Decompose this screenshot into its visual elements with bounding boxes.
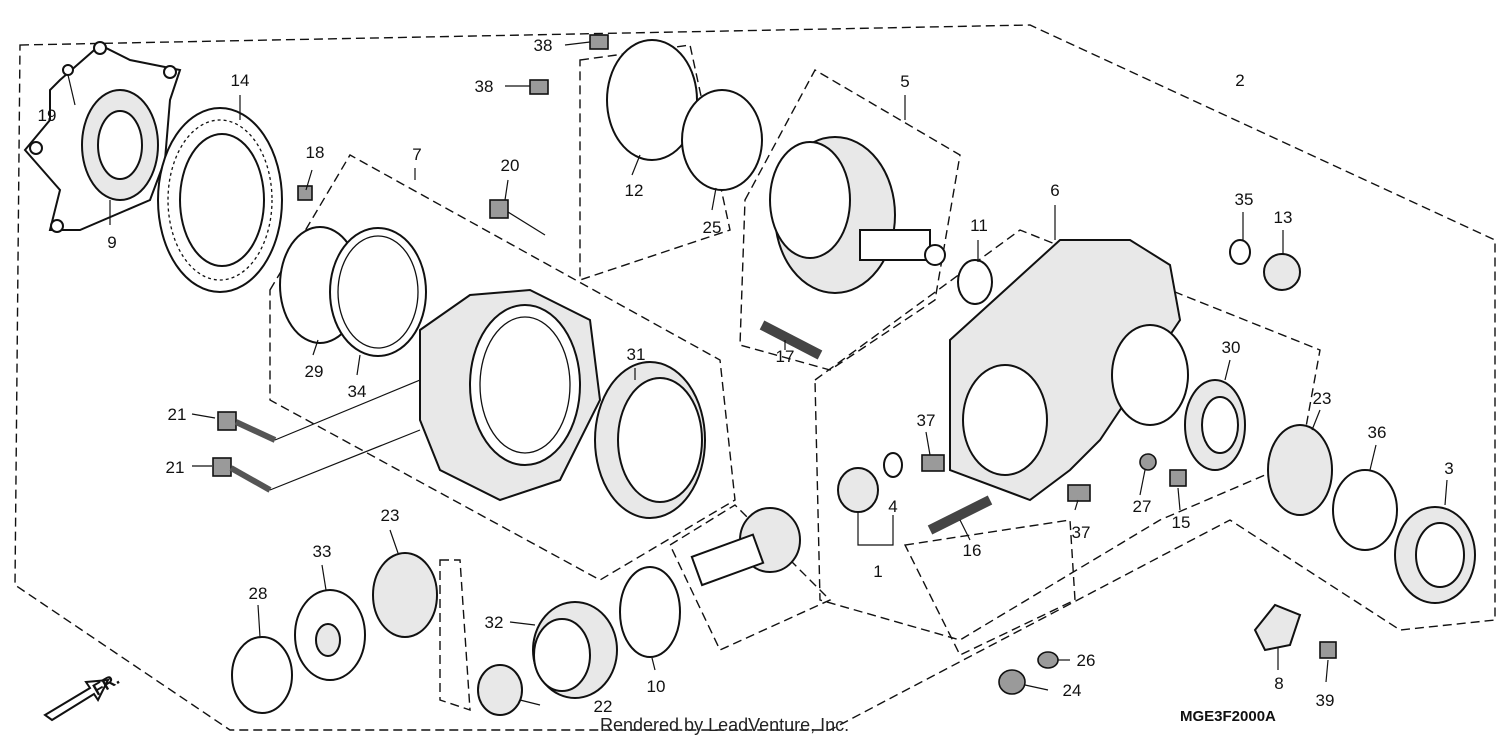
callout-18: 18 [306, 143, 325, 162]
callout-37-upper: 37 [917, 411, 936, 430]
nut-22-part [477, 664, 523, 716]
callout-15: 15 [1172, 513, 1191, 532]
callout-4: 4 [888, 497, 897, 516]
callout-28: 28 [249, 584, 268, 603]
callout-31: 31 [627, 345, 646, 364]
pulser-ring-part [157, 107, 283, 293]
bracket-8-part [1253, 603, 1302, 652]
bolt-15-part [1169, 469, 1187, 487]
ring-25-part [681, 89, 763, 191]
ring-34-part [329, 227, 427, 357]
callout-35: 35 [1235, 190, 1254, 209]
callout-38-lower: 38 [475, 77, 494, 96]
callout-33: 33 [313, 542, 332, 561]
arrow-icon [43, 678, 110, 722]
callout-17: 17 [776, 347, 795, 366]
callout-19: 19 [38, 106, 57, 125]
callout-13: 13 [1274, 208, 1293, 227]
bolt-18-part [297, 185, 313, 201]
outline-stud-group [903, 519, 1076, 656]
washer-35-part [1229, 239, 1251, 265]
bolt-39-part [1319, 641, 1337, 659]
outline-gear-group [739, 69, 961, 371]
oring-36-part [1332, 469, 1398, 551]
callout-1: 1 [873, 562, 882, 581]
nut-24-part [998, 669, 1026, 695]
callout-14: 14 [231, 71, 250, 90]
leader-lines [67, 41, 1448, 706]
bearing-1-part [837, 467, 879, 513]
outline-overall [14, 24, 1496, 731]
callout-6: 6 [1050, 181, 1059, 200]
callout-39: 39 [1316, 691, 1335, 710]
cap-3-part [1394, 506, 1476, 604]
callout-7: 7 [412, 145, 421, 164]
clip-4-part [883, 452, 903, 478]
stud-17-part [759, 320, 823, 360]
callout-9: 9 [107, 233, 116, 252]
callout-24: 24 [1063, 681, 1082, 700]
callout-2: 2 [1235, 71, 1244, 90]
callout-11: 11 [970, 216, 988, 235]
callout-12: 12 [625, 181, 644, 200]
callout-32: 32 [485, 613, 504, 632]
callout-23-right: 23 [1313, 389, 1332, 408]
stud-16-part [927, 495, 993, 535]
callout-8: 8 [1274, 674, 1283, 693]
callout-23-left: 23 [381, 506, 400, 525]
bearing-32-part [532, 601, 618, 699]
front-direction-arrow: FR. [43, 669, 123, 722]
callout-21-upper: 21 [168, 405, 187, 424]
callout-29: 29 [305, 362, 324, 381]
parts [23, 34, 1476, 716]
bearing-31-part [594, 361, 706, 519]
ring-gear-5-part [769, 136, 946, 294]
pin-38a-part [589, 34, 609, 50]
callout-5: 5 [900, 72, 909, 91]
washer-26-part [1037, 651, 1059, 669]
bearing-30-part [1184, 379, 1246, 471]
housing-7-part [419, 288, 602, 502]
callout-20: 20 [501, 156, 520, 175]
render-credit: Rendered by LeadVenture, Inc. [600, 715, 849, 735]
callout-27: 27 [1133, 497, 1152, 516]
nut-23b-part [1267, 424, 1333, 516]
callout-37-lower: 37 [1072, 523, 1091, 542]
lockwasher-28-part [231, 636, 293, 714]
outline-case-group [814, 229, 1321, 641]
oring-11-part [957, 259, 993, 305]
case-6-part [949, 239, 1189, 502]
washer-27-part [1139, 453, 1157, 471]
outline-pinion-group [669, 504, 832, 651]
callout-34: 34 [348, 382, 367, 401]
pin-38b-part [529, 79, 549, 95]
callout-21-lower: 21 [166, 458, 185, 477]
oring-10-part [619, 566, 681, 658]
callout-10: 10 [647, 677, 666, 696]
callout-3: 3 [1444, 459, 1453, 478]
callout-30: 30 [1222, 338, 1241, 357]
seal-33-part [294, 589, 366, 681]
callout-38-upper: 38 [534, 36, 553, 55]
callout-26: 26 [1077, 651, 1096, 670]
outline-lower-group [439, 559, 471, 711]
callout-22: 22 [594, 697, 613, 716]
nut-23a-part [372, 552, 438, 638]
callout-25: 25 [703, 218, 722, 237]
callout-numbers: 19 14 9 18 7 20 29 34 21 21 31 38 38 12 … [38, 36, 1454, 716]
diagram-code: MGE3F2000A [1180, 708, 1276, 725]
pin-37b-part [1067, 484, 1091, 502]
callout-36: 36 [1368, 423, 1387, 442]
callout-16: 16 [963, 541, 982, 560]
assembly-outlines [14, 24, 1496, 731]
pinion-gear-part [690, 507, 801, 587]
bolt-20-part [489, 199, 546, 236]
flange-part [23, 41, 182, 233]
outline-housing-group [269, 154, 736, 581]
bolt-21-parts [212, 411, 277, 493]
pin-37a-part [921, 454, 945, 472]
plug-13-part [1263, 253, 1301, 291]
